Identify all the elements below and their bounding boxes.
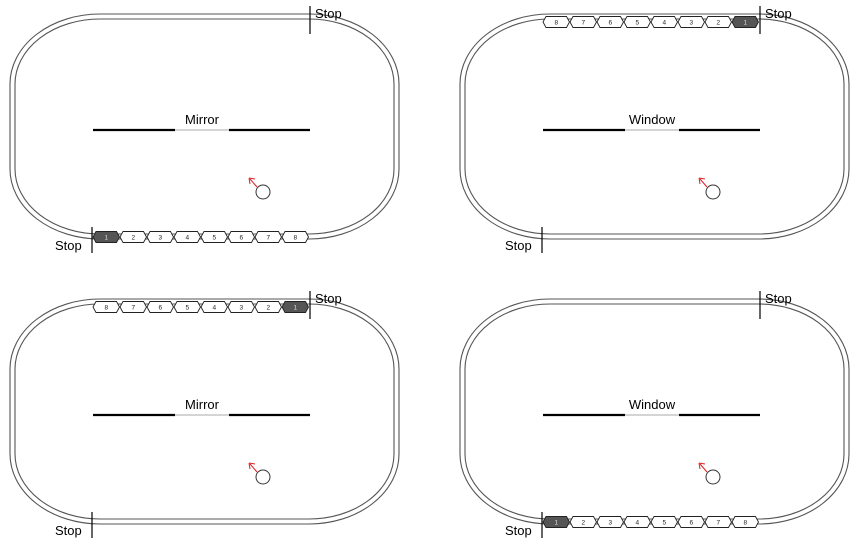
svg-text:7: 7 [131, 304, 135, 311]
observer-icon [698, 177, 721, 200]
svg-text:8: 8 [104, 304, 108, 311]
svg-text:5: 5 [635, 19, 639, 26]
svg-text:2: 2 [131, 234, 135, 241]
train-car-4: 4 [200, 301, 229, 313]
svg-text:3: 3 [689, 19, 693, 26]
train-car-3: 3 [677, 16, 706, 28]
train: 1 2 3 4 5 6 7 8 [542, 516, 760, 528]
svg-text:4: 4 [662, 19, 666, 26]
stop-label-bottom: Stop [55, 238, 82, 253]
screen-label: Mirror [185, 112, 220, 127]
svg-text:7: 7 [581, 19, 585, 26]
svg-text:5: 5 [662, 519, 666, 526]
stop-label-top: Stop [315, 291, 342, 306]
train-car-2: 2 [704, 16, 733, 28]
svg-text:3: 3 [239, 304, 243, 311]
svg-text:4: 4 [635, 519, 639, 526]
svg-text:8: 8 [743, 519, 747, 526]
track-outer [9, 298, 400, 525]
observer-icon [698, 462, 721, 485]
train-car-1: 1 [281, 301, 310, 313]
svg-text:8: 8 [554, 19, 558, 26]
svg-text:4: 4 [212, 304, 216, 311]
train-car-3: 3 [596, 516, 625, 528]
train-car-2: 2 [119, 231, 148, 243]
train-car-7: 7 [254, 231, 283, 243]
screen-label: Window [629, 112, 676, 127]
stop-label-top: Stop [765, 6, 792, 21]
train-car-8: 8 [92, 301, 121, 313]
svg-text:1: 1 [554, 519, 558, 526]
train-car-2: 2 [569, 516, 598, 528]
svg-text:2: 2 [581, 519, 585, 526]
svg-text:8: 8 [293, 234, 297, 241]
svg-text:6: 6 [689, 519, 693, 526]
train-car-7: 7 [704, 516, 733, 528]
svg-text:2: 2 [266, 304, 270, 311]
train-car-8: 8 [731, 516, 760, 528]
svg-text:6: 6 [158, 304, 162, 311]
train-car-7: 7 [569, 16, 598, 28]
train-car-3: 3 [227, 301, 256, 313]
svg-text:1: 1 [743, 19, 747, 26]
train-car-6: 6 [677, 516, 706, 528]
train-car-5: 5 [200, 231, 229, 243]
train-car-4: 4 [623, 516, 652, 528]
train: 1 2 3 4 5 6 7 8 [92, 231, 310, 243]
train-car-2: 2 [254, 301, 283, 313]
svg-text:3: 3 [158, 234, 162, 241]
train: 8 7 6 5 4 3 2 1 [542, 16, 760, 28]
train-car-4: 4 [173, 231, 202, 243]
svg-text:1: 1 [293, 304, 297, 311]
train-car-7: 7 [119, 301, 148, 313]
track-outer [459, 13, 850, 240]
svg-text:5: 5 [212, 234, 216, 241]
train-car-8: 8 [281, 231, 310, 243]
train-car-5: 5 [173, 301, 202, 313]
svg-text:2: 2 [716, 19, 720, 26]
train-car-6: 6 [227, 231, 256, 243]
observer-icon [248, 462, 271, 485]
svg-text:6: 6 [608, 19, 612, 26]
screen-label: Mirror [185, 397, 220, 412]
stop-label-bottom: Stop [55, 523, 82, 538]
observer-icon [248, 177, 271, 200]
train-car-3: 3 [146, 231, 175, 243]
train-car-1: 1 [542, 516, 571, 528]
svg-text:7: 7 [716, 519, 720, 526]
svg-text:1: 1 [104, 234, 108, 241]
train-car-1: 1 [92, 231, 121, 243]
train-car-6: 6 [146, 301, 175, 313]
stop-label-top: Stop [765, 291, 792, 306]
train: 8 7 6 5 4 3 2 1 [92, 301, 310, 313]
svg-text:3: 3 [608, 519, 612, 526]
train-car-1: 1 [731, 16, 760, 28]
train-car-8: 8 [542, 16, 571, 28]
svg-text:5: 5 [185, 304, 189, 311]
train-car-6: 6 [596, 16, 625, 28]
stop-label-top: Stop [315, 6, 342, 21]
stop-label-bottom: Stop [505, 523, 532, 538]
svg-text:6: 6 [239, 234, 243, 241]
svg-text:7: 7 [266, 234, 270, 241]
train-car-5: 5 [650, 516, 679, 528]
svg-text:4: 4 [185, 234, 189, 241]
train-car-4: 4 [650, 16, 679, 28]
train-car-5: 5 [623, 16, 652, 28]
screen-label: Window [629, 397, 676, 412]
stop-label-bottom: Stop [505, 238, 532, 253]
